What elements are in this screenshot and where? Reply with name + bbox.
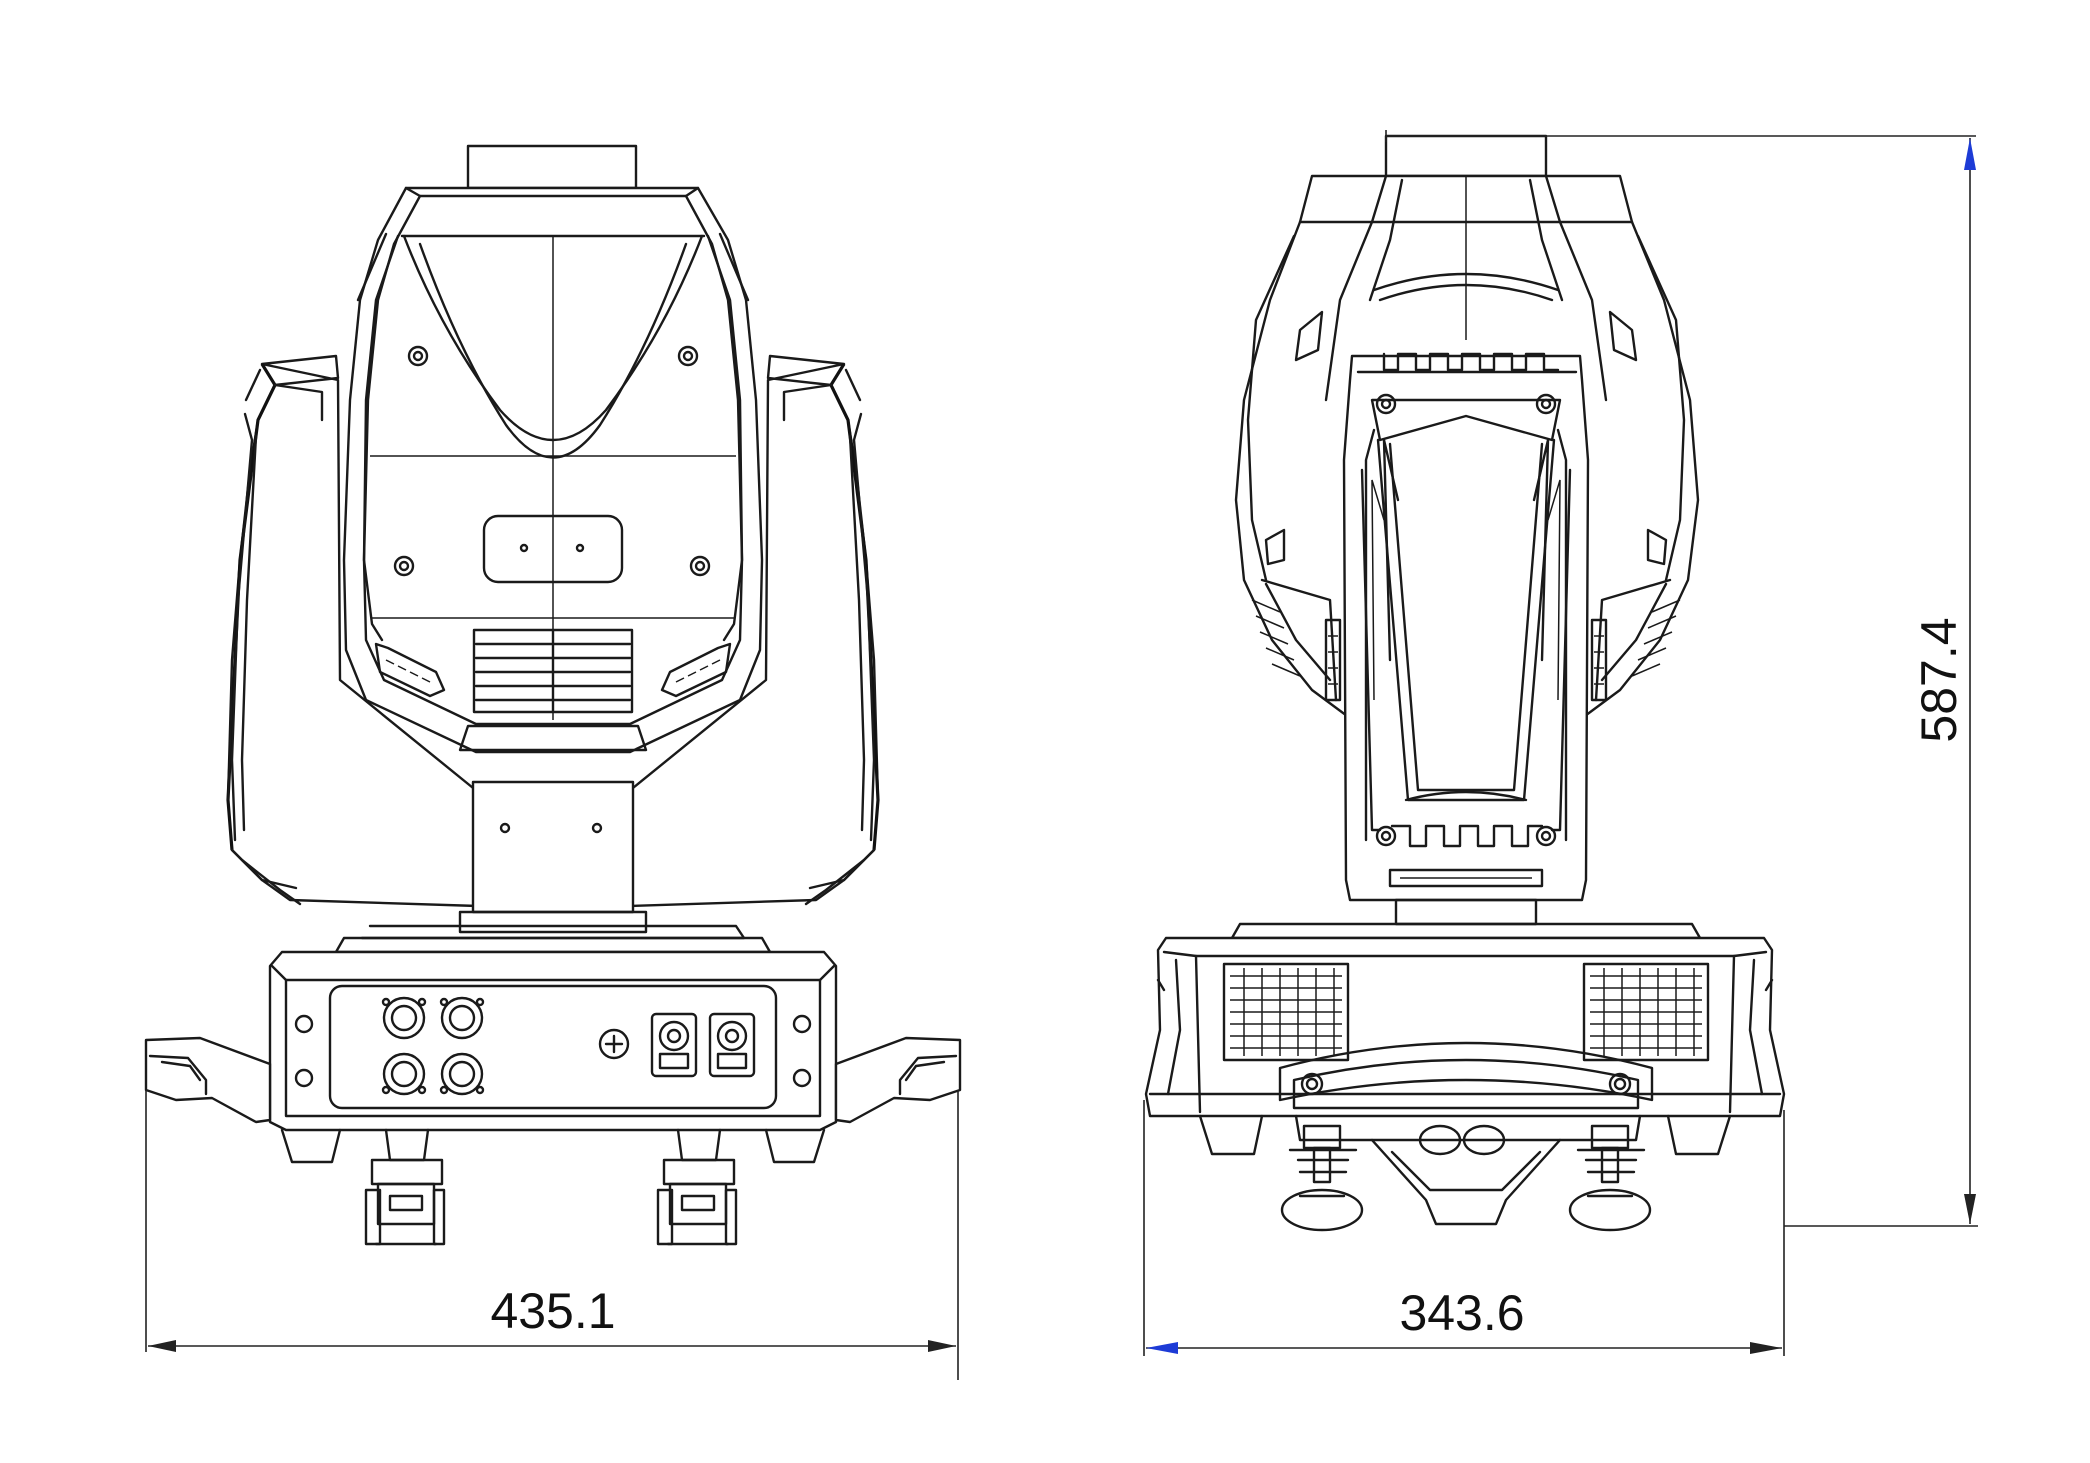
dimension-front-width: 435.1 [145,1090,959,1380]
front-clamps [364,1128,738,1246]
dimension-side-width: 343.6 [1143,1100,1785,1356]
side-yoke-arm [1342,352,1590,902]
front-view [144,144,962,1246]
dimension-label-front-width: 435.1 [490,1283,615,1339]
front-neck [458,780,648,934]
side-right-grille [1582,962,1710,1062]
side-left-grille [1222,962,1350,1062]
side-view [1144,134,1786,1232]
front-xlr-connectors [381,996,485,1096]
front-left-yoke-arm [226,354,480,908]
front-power-connectors [650,1012,756,1078]
front-head-body [342,186,764,754]
side-head-top-cap [1384,134,1548,178]
dimension-label-side-width: 343.6 [1399,1285,1524,1341]
front-base [144,924,962,1246]
front-fuse [598,1028,630,1060]
side-base [1144,922,1786,1232]
front-right-yoke-arm [626,354,880,908]
dimension-label-side-height: 587.4 [1911,617,1967,742]
front-head-top-cap [466,144,638,190]
dimension-side-height: 587.4 [1385,130,1978,1227]
side-neck [1394,898,1538,926]
